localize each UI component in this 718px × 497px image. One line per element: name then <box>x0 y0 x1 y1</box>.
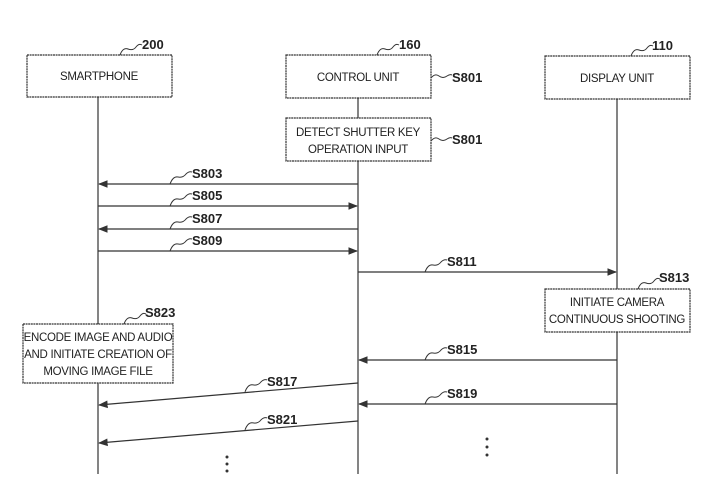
message-arrow <box>98 420 359 447</box>
step-label: S811 <box>447 254 477 269</box>
leader-tilde-icon <box>430 137 453 142</box>
leader-tilde-icon <box>169 216 193 230</box>
step-label: S821 <box>267 412 297 427</box>
process-text-line: ENCODE IMAGE AND AUDIO <box>24 332 173 344</box>
step-label: S805 <box>192 188 222 203</box>
continuation-dots-right <box>485 437 489 457</box>
continuation-dots-left <box>225 455 229 473</box>
leader-tilde-icon <box>169 193 193 207</box>
step-label: S819 <box>447 386 477 401</box>
step-label: S813 <box>659 270 689 285</box>
message-s811: S811 <box>358 254 617 276</box>
leader-tilde-icon <box>169 171 193 185</box>
step-label: S817 <box>267 374 297 389</box>
leader-tilde-icon <box>430 74 453 79</box>
leader-tilde-icon <box>630 44 654 57</box>
leader-tilde-icon <box>424 391 448 405</box>
message-s819: S819 <box>358 386 617 408</box>
leader-tilde-icon <box>123 312 147 325</box>
leader-tilde-icon <box>424 347 448 361</box>
process-box-encode-image-audio: ENCODE IMAGE AND AUDIO AND INITIATE CREA… <box>22 305 175 384</box>
reference-numeral: 110 <box>652 38 673 53</box>
step-label: S809 <box>192 233 222 248</box>
process-text-line: CONTINUOUS SHOOTING <box>549 314 685 326</box>
participant-smartphone: SMARTPHONE 200 <box>26 37 173 98</box>
message-s805: S805 <box>98 188 358 210</box>
reference-numeral: 160 <box>399 37 421 52</box>
message-s809: S809 <box>98 233 358 255</box>
leader-tilde-icon <box>424 259 448 273</box>
process-text-line: INITIATE CAMERA <box>570 297 665 309</box>
message-s807: S807 <box>98 211 358 233</box>
leader-tilde-icon <box>244 379 268 393</box>
message-s817: S817 <box>98 374 359 409</box>
message-arrow <box>98 382 359 409</box>
step-label: S801 <box>452 70 482 85</box>
step-label: S823 <box>145 305 175 320</box>
leader-tilde-icon <box>637 277 661 290</box>
step-label: S801 <box>452 132 482 147</box>
message-s815: S815 <box>358 342 617 364</box>
leader-tilde-icon <box>376 43 400 56</box>
participant-label: SMARTPHONE <box>60 71 139 83</box>
step-label: S807 <box>192 211 222 226</box>
message-s803: S803 <box>98 166 358 188</box>
process-text-line: OPERATION INPUT <box>308 144 408 156</box>
participant-label: CONTROL UNIT <box>317 72 399 84</box>
step-label: S803 <box>192 166 222 181</box>
process-box-initiate-camera: INITIATE CAMERA CONTINUOUS SHOOTING S813 <box>544 270 691 333</box>
leader-tilde-icon <box>244 417 268 431</box>
leader-tilde-icon <box>119 43 143 56</box>
leader-tilde-icon <box>169 238 193 252</box>
process-text-line: AND INITIATE CREATION OF <box>24 349 172 361</box>
process-text-line: MOVING IMAGE FILE <box>43 366 153 378</box>
step-label: S815 <box>447 342 477 357</box>
participant-display-unit: DISPLAY UNIT 110 <box>544 38 691 100</box>
participant-control-unit: CONTROL UNIT 160 S801 <box>285 37 482 99</box>
message-s821: S821 <box>98 412 359 447</box>
reference-numeral: 200 <box>142 37 164 52</box>
participant-label: DISPLAY UNIT <box>580 73 654 85</box>
process-text-line: DETECT SHUTTER KEY <box>296 127 421 139</box>
process-box-detect-shutter-key: DETECT SHUTTER KEY OPERATION INPUT S801 <box>285 117 482 162</box>
